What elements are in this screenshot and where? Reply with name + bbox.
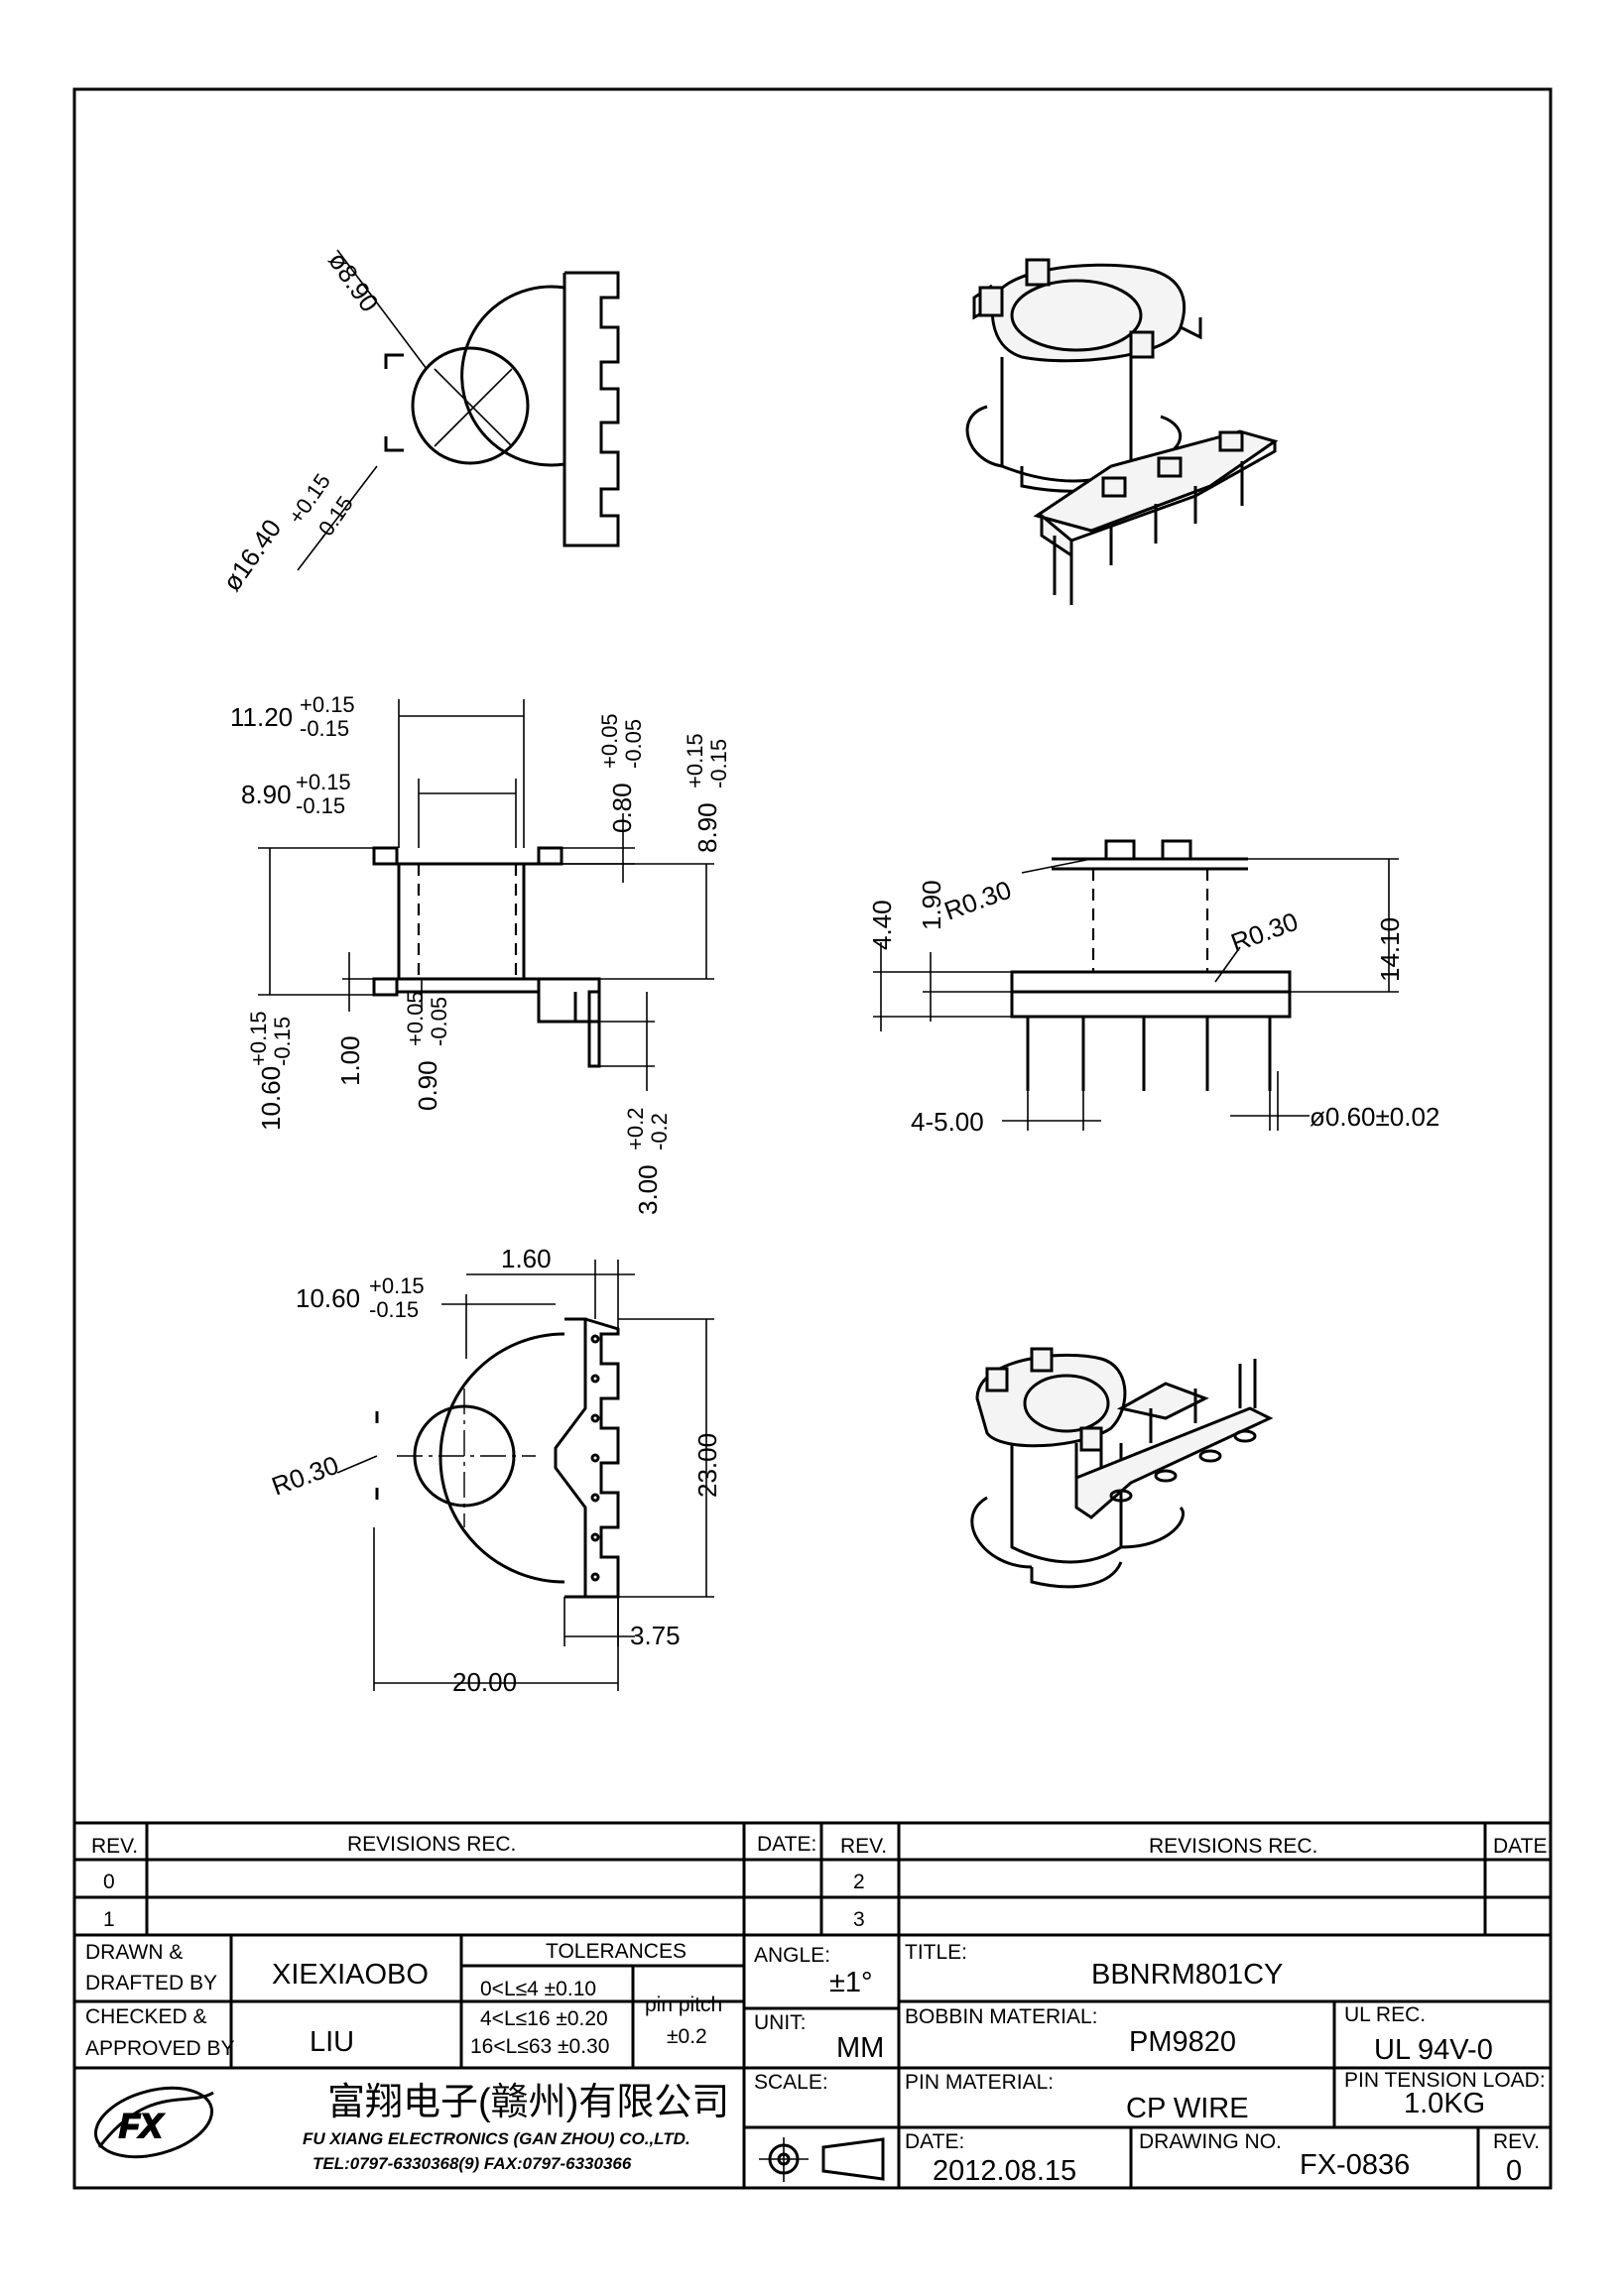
rev-header-right: REV. [840, 1835, 887, 1858]
tol-10-60-b-up: +0.15 [369, 1273, 425, 1298]
dim-0-90: 0.90 [413, 1060, 442, 1111]
pin-material-label: PIN MATERIAL: [905, 2071, 1054, 2094]
tol-0-90-up: +0.05 [403, 991, 428, 1046]
rev-header: REV. [91, 1835, 138, 1858]
dim-r030-a: R0.30 [940, 875, 1015, 926]
dim-10-60-b: 10.60 [296, 1283, 360, 1313]
tol-8-90-v-dn: -0.15 [706, 739, 731, 788]
tol-11-20-up: +0.15 [300, 692, 355, 717]
tol-8-90-dn: -0.15 [296, 793, 345, 818]
rev-value: 0 [1506, 2155, 1522, 2187]
scale-label: SCALE: [754, 2071, 828, 2094]
bottom-view: 10.60 +0.15 -0.15 1.60 R0.30 23.00 3.75 … [268, 1244, 722, 1697]
dim-r030-c: R0.30 [268, 1450, 342, 1502]
dim-pin-pitch: 4-5.00 [911, 1107, 984, 1137]
pin-tension-label: PIN TENSION LOAD: [1344, 2069, 1546, 2092]
dim-23-00: 23.00 [692, 1433, 722, 1498]
isometric-view-bottom [970, 1347, 1274, 1589]
revisions-header-left: REVISIONS REC. [347, 1833, 516, 1856]
pin-tension-value: 1.0KG [1404, 2088, 1485, 2119]
angle-label: ANGLE: [754, 1944, 830, 1967]
dim-1-00: 1.00 [335, 1035, 365, 1086]
unit-value: MM [836, 2032, 884, 2064]
company-logo: FX [93, 2086, 214, 2159]
revisions-header-right: REVISIONS REC. [1149, 1835, 1317, 1858]
dim-10-60: 10.60 [256, 1066, 286, 1131]
checked-label-2: APPROVED BY [85, 2037, 235, 2060]
dim-1-90: 1.90 [917, 880, 946, 930]
rev-row-2: 2 [853, 1871, 865, 1893]
top-view: ø8.90 ø16.40 +0.15 -0.15 [216, 246, 620, 597]
company-name-en: FU XIANG ELECTRONICS (GAN ZHOU) CO.,LTD. [303, 2129, 690, 2148]
tolerances-header: TOLERANCES [546, 1940, 687, 1963]
dim-3-00: 3.00 [633, 1164, 663, 1215]
checked-value: LIU [310, 2026, 354, 2058]
date-value: 2012.08.15 [933, 2155, 1076, 2187]
title-block: REV. REVISIONS REC. DATE: REV. REVISIONS… [72, 1821, 1553, 2190]
ul-value: UL 94V-0 [1374, 2034, 1493, 2066]
angle-value: ±1° [829, 1967, 873, 1998]
logo-text: FX [119, 2108, 165, 2145]
tol-0-90-dn: -0.05 [427, 997, 451, 1046]
rev-row-0: 0 [103, 1871, 115, 1893]
dim-1-60: 1.60 [501, 1244, 552, 1273]
date-label: DATE: [905, 2130, 964, 2153]
dim-11-20: 11.20 [230, 702, 293, 732]
tol-10-60-up: +0.15 [246, 1011, 271, 1066]
dim-3-75: 3.75 [630, 1621, 681, 1650]
checked-label-1: CHECKED & [85, 2005, 207, 2028]
title-value: BBNRM801CY [1091, 1959, 1283, 1991]
drawing-border [72, 87, 1553, 2190]
date-header-left: DATE: [757, 1833, 816, 1856]
tol-11-20-dn: -0.15 [300, 716, 349, 741]
tol-10-60-dn: -0.15 [270, 1017, 295, 1066]
projection-symbol [759, 2137, 885, 2182]
drawn-value: XIEXIAOBO [272, 1959, 429, 1991]
dim-8-90-vertical: 8.90 [692, 802, 722, 853]
pin-pitch-label: pin pitch [645, 1994, 722, 2016]
tol-8-90-up: +0.15 [296, 770, 351, 794]
dim-20-00: 20.00 [452, 1667, 517, 1697]
isometric-view-top [965, 258, 1279, 605]
rev-label: REV. [1493, 2130, 1540, 2153]
dim-14-10: 14.10 [1375, 917, 1405, 982]
bobbin-material-value: PM9820 [1129, 2026, 1236, 2058]
tol-0-80-up: +0.05 [597, 713, 622, 769]
side-view: 4.40 1.90 R0.30 R0.30 14.10 4-5.00 ø0.60… [867, 839, 1439, 1137]
company-name-cn: 富翔电子(赣州)有限公司 [327, 2082, 729, 2123]
tol-0-80-dn: -0.05 [621, 719, 646, 769]
tol-8-90-v-up: +0.15 [683, 733, 707, 788]
tol-3-00-dn: -0.2 [647, 1113, 672, 1150]
company-contact: TEL:0797-6330368(9) FAX:0797-6330366 [312, 2154, 632, 2173]
rev-row-1: 1 [103, 1908, 115, 1931]
dim-0-80: 0.80 [607, 783, 637, 833]
drawing-no-label: DRAWING NO. [1139, 2130, 1282, 2153]
ul-label: UL REC. [1344, 2003, 1426, 2026]
tol-10-60-b-dn: -0.15 [369, 1297, 419, 1322]
tolerance-row-3: 16<L≤63 ±0.30 [470, 2035, 609, 2058]
date-header-right: DATE: [1493, 1835, 1553, 1858]
tolerance-row-1: 0<L≤4 ±0.10 [480, 1978, 596, 2000]
tolerance-row-2: 4<L≤16 ±0.20 [480, 2007, 608, 2030]
dim-8-90: 8.90 [241, 780, 292, 809]
front-view: 11.20 +0.15 -0.15 8.90 +0.15 -0.15 0.80 … [230, 692, 731, 1215]
drawn-label-1: DRAWN & [85, 1941, 183, 1964]
dim-pin-dia: ø0.60±0.02 [1310, 1102, 1439, 1132]
dim-r030-b: R0.30 [1227, 906, 1302, 958]
dim-core-dia: ø8.90 [322, 246, 385, 317]
pin-material-value: CP WIRE [1126, 2093, 1249, 2124]
title-label: TITLE: [905, 1941, 967, 1964]
dim-4-40: 4.40 [867, 900, 897, 950]
rev-row-3: 3 [853, 1908, 865, 1931]
tol-3-00-up: +0.2 [623, 1108, 648, 1150]
unit-label: UNIT: [754, 2011, 807, 2034]
dim-flange-dia: ø16.40 [216, 514, 287, 597]
bobbin-material-label: BOBBIN MATERIAL: [905, 2005, 1098, 2028]
drawn-label-2: DRAFTED BY [85, 1972, 217, 1994]
drawing-no-value: FX-0836 [1300, 2149, 1410, 2181]
pin-pitch-value: ±0.2 [667, 2025, 707, 2048]
